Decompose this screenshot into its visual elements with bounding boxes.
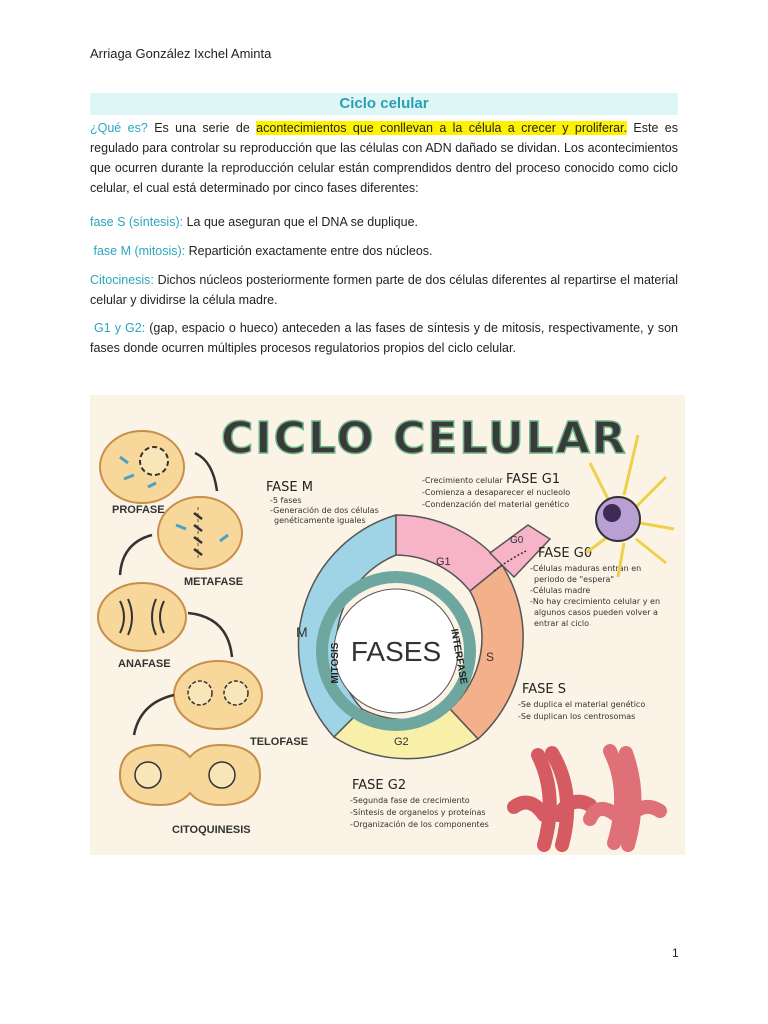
fase-m-line: genéticamente iguales (274, 515, 366, 525)
g1-g2-text: (gap, espacio o hueco) anteceden a las f… (90, 321, 678, 355)
fase-g0-line: algunos casos pueden volver a (534, 608, 658, 617)
citocinesis-label: Citocinesis: (90, 273, 154, 287)
stage-label-metafase: METAFASE (184, 576, 243, 588)
fase-g1-line: -Crecimiento celular (422, 476, 503, 485)
stage-label-profase: PROFASE (112, 504, 165, 516)
ring-label-g2: G2 (394, 736, 409, 748)
fase-s-block: FASE S -Se duplica el material genético … (518, 682, 645, 721)
phase-s-label: fase S (síntesis): (90, 215, 184, 229)
chromosome-icon (507, 744, 667, 852)
fase-g0-line: entrar al ciclo (534, 619, 589, 628)
stage-label-telofase: TELOFASE (250, 736, 308, 748)
ring-label-s: S (486, 650, 494, 664)
fase-m-block: FASE M -5 fases -Generación de dos célul… (266, 480, 379, 525)
intro-paragraph: ¿Qué es? Es una serie de acontecimientos… (90, 118, 678, 198)
g1-g2-paragraph: G1 y G2: (gap, espacio o hueco) antecede… (90, 318, 678, 358)
cell-cycle-infographic: CICLO CELULAR PROFASE METAFASE ANAFASE T… (90, 395, 685, 855)
infographic-title: CICLO CELULAR (221, 413, 628, 464)
fase-s-line: -Se duplican los centrosomas (518, 712, 635, 721)
document-title: Ciclo celular (90, 93, 678, 115)
fase-g1-block: FASE G1 -Crecimiento celular -Comienza a… (422, 472, 570, 509)
g1-g2-label: G1 y G2: (94, 321, 146, 335)
citocinesis-text: Dichos núcleos posteriormente formen par… (90, 273, 678, 307)
ring-center-label: FASES (351, 636, 441, 667)
intro-pre: Es una serie de (147, 121, 257, 135)
fase-m-title: FASE M (266, 480, 313, 495)
document-author: Arriaga González Ixchel Aminta (90, 46, 272, 61)
fase-g0-line: -Células madre (530, 585, 590, 595)
fase-g1-title: FASE G1 (506, 472, 560, 487)
fase-s-title: FASE S (522, 682, 566, 697)
fase-g0-title: FASE G0 (538, 546, 592, 561)
fase-g0-line: -No hay crecimiento celular y en (530, 597, 660, 606)
phase-s-paragraph: fase S (síntesis): La que aseguran que e… (90, 212, 678, 232)
ring-label-g1: G1 (436, 556, 451, 568)
phase-m-paragraph: fase M (mitosis): Repartición exactament… (90, 241, 678, 261)
phases-ring (297, 513, 552, 760)
neuron-icon (585, 434, 675, 578)
fase-g2-line: -Segunda fase de crecimiento (350, 796, 470, 805)
ring-label-g0: G0 (510, 535, 524, 546)
fase-s-line: -Se duplica el material genético (518, 699, 645, 709)
stage-label-anafase: ANAFASE (118, 658, 171, 670)
intro-highlight: acontecimientos que conllevan a la célul… (256, 121, 627, 135)
intro-label: ¿Qué es? (90, 121, 148, 135)
phase-m-label: fase M (mitosis): (93, 244, 186, 258)
fase-g2-block: FASE G2 -Segunda fase de crecimiento -Sí… (350, 778, 489, 829)
phase-s-text: La que aseguran que el DNA se duplique. (183, 215, 418, 229)
fase-g2-title: FASE G2 (352, 778, 406, 793)
ring-label-mitosis: MITOSIS (330, 642, 341, 683)
page-number: 1 (672, 946, 679, 960)
fase-g1-line: -Comienza a desaparecer el nucleolo (422, 488, 570, 497)
fase-m-line: -Generación de dos células (270, 505, 379, 515)
fase-g2-line: -Síntesis de organelos y proteínas (350, 808, 486, 817)
ring-label-m: M (296, 624, 308, 640)
fase-g0-line: periodo de "espera" (534, 575, 614, 584)
fase-g1-line: -Condenzación del material genético (422, 499, 569, 509)
fase-g0-line: -Células maduras entran en (530, 563, 641, 573)
fase-m-line: -5 fases (270, 496, 302, 505)
fase-g0-block: FASE G0 -Células maduras entran en perio… (530, 546, 660, 628)
stage-cells (97, 430, 263, 807)
intro-post: Este es regulado para controlar su repro… (90, 121, 678, 195)
fase-g2-line: -Organización de los componentes (350, 819, 489, 829)
stage-label-citoquinesis: CITOQUINESIS (172, 824, 251, 836)
phase-m-text: Repartición exactamente entre dos núcleo… (185, 244, 433, 258)
citocinesis-paragraph: Citocinesis: Dichos núcleos posteriormen… (90, 270, 678, 310)
